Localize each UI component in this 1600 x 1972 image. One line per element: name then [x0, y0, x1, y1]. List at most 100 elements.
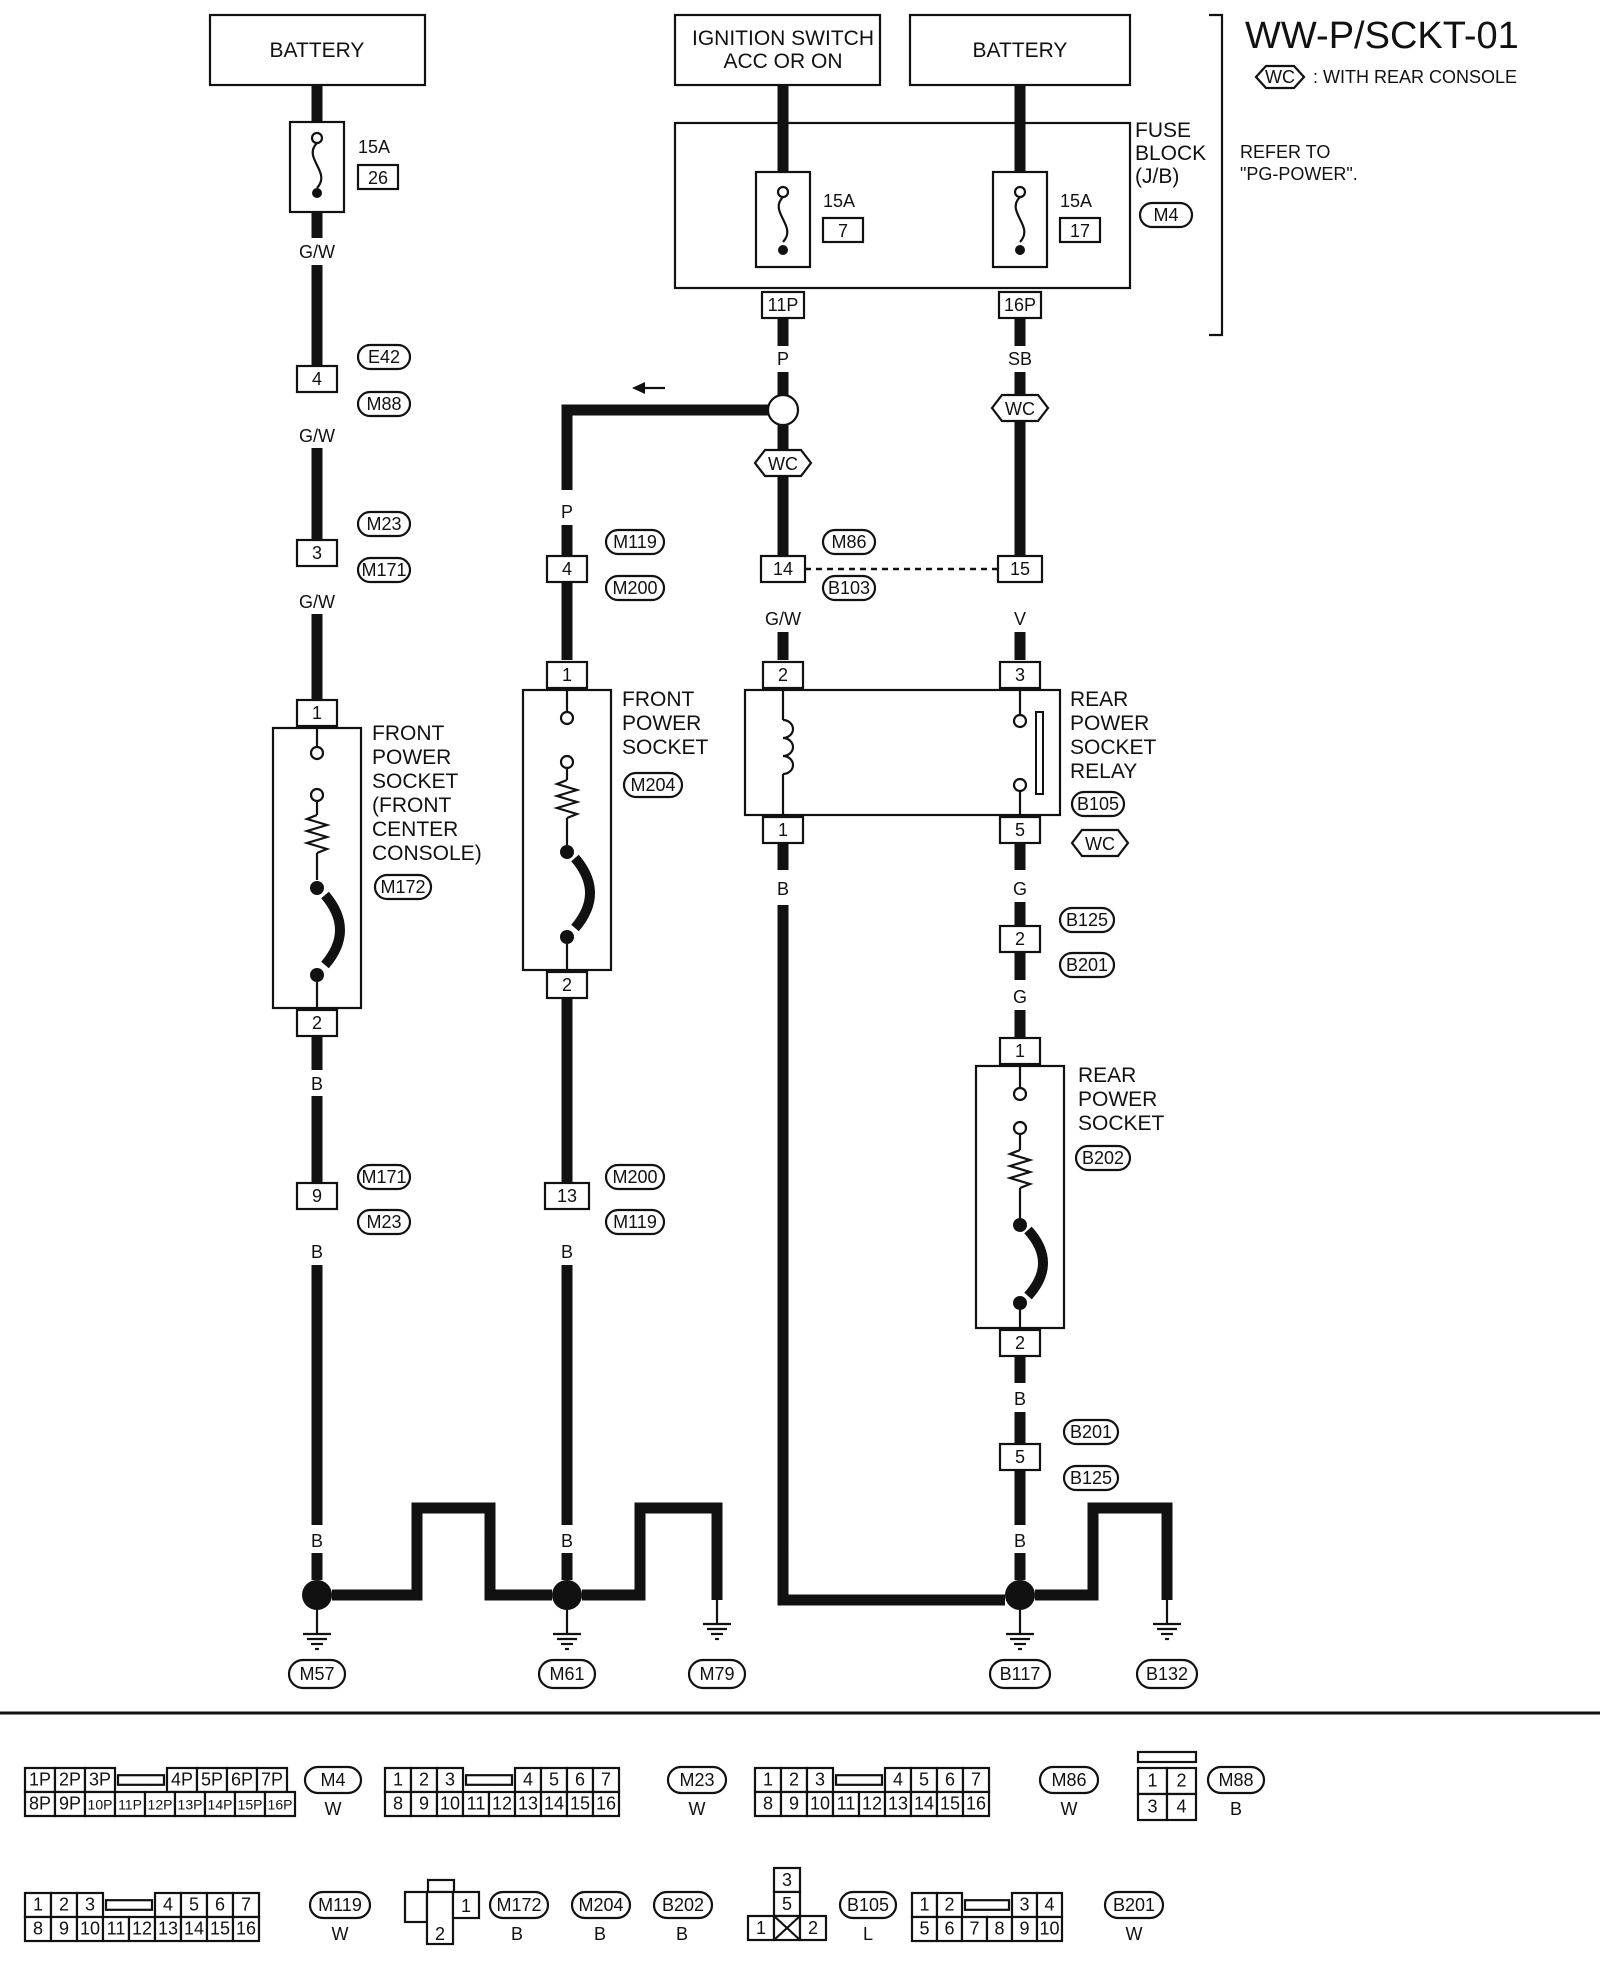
svg-text:14: 14 [773, 559, 793, 579]
svg-text:13: 13 [158, 1918, 178, 1938]
svg-text:1: 1 [1147, 1771, 1157, 1791]
rear-power-socket: 1 2 [974, 1036, 1066, 1358]
rear-socket-label-3: SOCKET [1078, 1112, 1165, 1135]
connector-view-color-b202: B [676, 1924, 688, 1944]
ground-tag-m61: M61 [537, 1658, 597, 1690]
terminal-11p: 11P [760, 290, 806, 320]
svg-text:M23: M23 [366, 1212, 401, 1232]
fuse-7-rating: 15A [823, 191, 855, 211]
wire-color-b-1: B [311, 1074, 323, 1094]
svg-text:10: 10 [80, 1918, 100, 1938]
wire-color-b-6: B [777, 879, 789, 899]
ground-tag-b132: B132 [1135, 1658, 1199, 1690]
ground-icon-b132 [1151, 1598, 1183, 1641]
svg-text:3: 3 [445, 1769, 455, 1789]
svg-text:5: 5 [189, 1894, 199, 1914]
wire-color-b-3: B [311, 1531, 323, 1551]
svg-text:14P: 14P [208, 1796, 233, 1812]
connector-view-m88 [1136, 1750, 1198, 1764]
connector-tag-m172: M172 [373, 873, 433, 901]
wire-color-b-10: B [411, 1531, 423, 1551]
svg-text:17: 17 [1070, 221, 1090, 241]
svg-text:14: 14 [914, 1793, 934, 1813]
svg-text:B105: B105 [847, 1895, 889, 1915]
front-power-socket: 1 2 [521, 660, 613, 1000]
svg-text:3: 3 [815, 1769, 825, 1789]
svg-text:9P: 9P [59, 1793, 81, 1813]
svg-text:11P: 11P [118, 1796, 142, 1812]
svg-text:2: 2 [1015, 929, 1025, 949]
svg-text:12P: 12P [148, 1796, 173, 1812]
svg-text:2: 2 [778, 665, 788, 685]
svg-text:1: 1 [393, 1769, 403, 1789]
svg-text:3: 3 [1019, 1894, 1029, 1914]
diagram-code: WW-P/SCKT-01 [1245, 15, 1519, 57]
svg-text:5: 5 [919, 1769, 929, 1789]
svg-text:10: 10 [810, 1793, 830, 1813]
svg-text:13P: 13P [178, 1796, 203, 1812]
svg-text:4: 4 [523, 1769, 533, 1789]
svg-text:15P: 15P [238, 1796, 263, 1812]
connector-pin-14-m86: 14 [759, 554, 807, 584]
svg-text:1: 1 [1015, 1041, 1025, 1061]
svg-text:1: 1 [778, 820, 788, 840]
connector-view-tag-m23: M23 [666, 1765, 728, 1795]
svg-text:2: 2 [419, 1769, 429, 1789]
svg-text:12: 12 [132, 1918, 152, 1938]
svg-text:9: 9 [789, 1793, 799, 1813]
svg-text:B125: B125 [1066, 910, 1108, 930]
svg-text:6: 6 [944, 1918, 954, 1938]
front-socket-label-1: FRONT [622, 688, 694, 711]
svg-text:15: 15 [1010, 559, 1030, 579]
connector-pin-9-m171: 9 [295, 1181, 339, 1211]
connector-tag-b201-a: B201 [1058, 951, 1116, 979]
wire-color-gw-1: G/W [299, 242, 335, 262]
svg-text:M204: M204 [630, 775, 675, 795]
svg-text:BATTERY: BATTERY [973, 39, 1068, 62]
svg-text:B202: B202 [1082, 1148, 1124, 1168]
svg-text:B125: B125 [1070, 1468, 1112, 1488]
relay-label-4: RELAY [1070, 760, 1137, 783]
connector-view-tag-m88: M88 [1206, 1765, 1266, 1795]
connector-tag-b201-b: B201 [1062, 1418, 1120, 1446]
svg-text:WC: WC [1085, 834, 1115, 854]
svg-text:M172: M172 [380, 877, 425, 897]
connector-view-color-m172: B [511, 1924, 523, 1944]
svg-text:WC: WC [1265, 67, 1295, 87]
svg-text:M171: M171 [361, 1167, 406, 1187]
svg-text:15: 15 [210, 1918, 230, 1938]
svg-text:1: 1 [562, 665, 572, 685]
svg-text:9: 9 [59, 1918, 69, 1938]
connector-tag-b103: B103 [821, 574, 877, 602]
wire-color-gw-2: G/W [299, 426, 335, 446]
wire-color-v: V [1014, 609, 1026, 629]
svg-text:1P: 1P [29, 1769, 51, 1789]
connector-view-color-m23: W [689, 1799, 706, 1819]
fuse-7-number: 7 [821, 216, 865, 244]
fuse-block [673, 121, 1132, 290]
svg-text:3: 3 [782, 1870, 792, 1890]
svg-text:7: 7 [838, 221, 848, 241]
wc-legend-symbol: WC [1254, 64, 1306, 90]
wire-color-p-2: P [561, 502, 573, 522]
svg-text:4P: 4P [171, 1769, 193, 1789]
svg-text:9: 9 [419, 1793, 429, 1813]
wire-color-b-2: B [311, 1242, 323, 1262]
front-socket-label-2: POWER [622, 712, 701, 735]
connector-view-tag-m86: M86 [1038, 1765, 1100, 1795]
wire-color-b-8: B [1014, 1389, 1026, 1409]
svg-text:10: 10 [440, 1793, 460, 1813]
svg-text:M200: M200 [612, 1167, 657, 1187]
svg-text:M88: M88 [366, 394, 401, 414]
connector-pin-5-b201: 5 [998, 1442, 1042, 1472]
connector-view-color-m86: W [1061, 1799, 1078, 1819]
wire-color-g-1: G [1013, 879, 1027, 899]
svg-text:IGNITION SWITCH: IGNITION SWITCH [692, 27, 874, 50]
svg-text:9: 9 [1019, 1918, 1029, 1938]
svg-text:11: 11 [467, 1793, 486, 1813]
connector-view-socket-2pin: 12 [403, 1878, 481, 1946]
connector-tag-b125-b: B125 [1062, 1464, 1120, 1492]
